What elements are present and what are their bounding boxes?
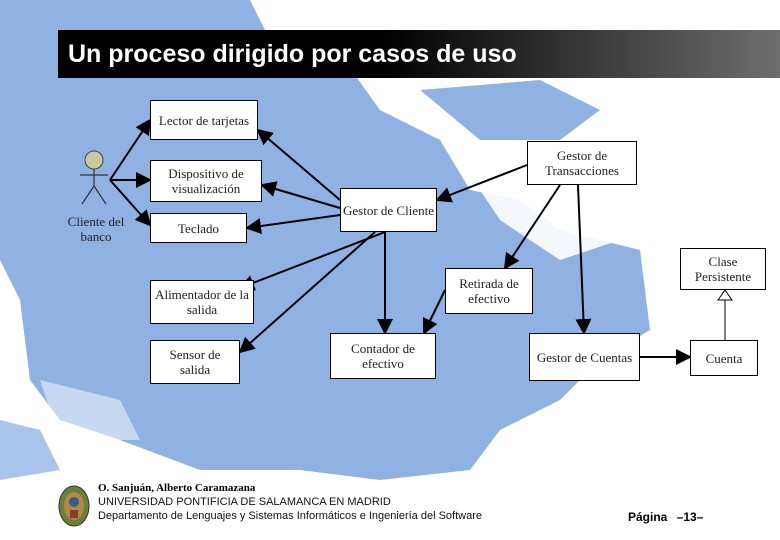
- box-alimentador-salida: Alimentador de la salida: [150, 280, 254, 324]
- footer-department: Departamento de Lenguajes y Sistemas Inf…: [98, 510, 482, 522]
- actor-icon: [80, 150, 108, 205]
- link-transacciones-retirada: [503, 184, 561, 270]
- box-sensor-salida: Sensor de salida: [150, 340, 240, 384]
- link-transacciones-gestorcliente: [435, 164, 528, 203]
- footer-university: UNIVERSIDAD PONTIFICIA DE SALAMANCA EN M…: [98, 496, 391, 508]
- link-actor-teclado: [109, 179, 152, 227]
- page-number: –13–: [676, 510, 704, 524]
- title-bar: Un proceso dirigido por casos de uso: [58, 30, 780, 78]
- box-retirada-efectivo: Retirada de efectivo: [445, 268, 533, 314]
- actor-label: Cliente del banco: [67, 214, 125, 244]
- box-gestor-cuentas: Gestor de Cuentas: [529, 333, 640, 381]
- footer-author: O. Sanjuán, Alberto Caramazana: [98, 482, 256, 494]
- link-gestorcliente-sensor: [238, 231, 376, 354]
- link-gestorcliente-alimentador: [238, 231, 386, 291]
- link-gestorcliente-dispositivo: [260, 181, 341, 209]
- box-clase-persistente: Clase Persistente: [680, 248, 766, 290]
- page-title: Un proceso dirigido por casos de uso: [68, 40, 517, 68]
- box-gestor-cliente: Gestor de Cliente: [340, 188, 437, 232]
- link-transacciones-cuentas: [575, 184, 592, 335]
- box-cuenta: Cuenta: [690, 340, 758, 376]
- university-seal-logo: [58, 485, 90, 527]
- link-retirada-contador: [422, 289, 446, 335]
- box-gestor-transacciones: Gestor de Transacciones: [527, 141, 637, 185]
- page-indicator: Página –13–: [628, 510, 703, 524]
- box-dispositivo-visualizacion: Dispositivo de visualización: [150, 160, 262, 202]
- box-contador-efectivo: Contador de efectivo: [330, 333, 436, 379]
- page-label: Página: [628, 510, 668, 524]
- box-lector-tarjetas: Lector de tarjetas: [150, 100, 258, 140]
- link-gestorcliente-teclado: [245, 214, 341, 234]
- inheritance-triangle: [717, 289, 733, 301]
- link-actor-lector: [109, 118, 152, 181]
- link-gestorcliente-lector: [256, 128, 341, 201]
- box-teclado: Teclado: [150, 213, 247, 243]
